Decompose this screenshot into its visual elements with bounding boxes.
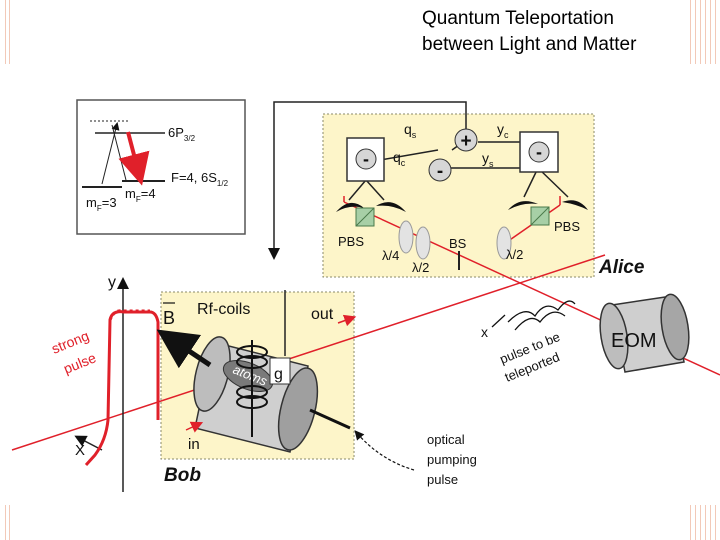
signal-wires: [268, 101, 569, 356]
quarter-waveplate-icon: [398, 220, 414, 254]
x-axis-left: [74, 435, 103, 451]
main-laser-beam: [11, 254, 606, 451]
ys-label: ys: [482, 150, 494, 169]
pumping-label-2: pumping: [427, 452, 477, 467]
eom-label: EOM: [611, 330, 657, 352]
minus-sign: -: [363, 149, 369, 169]
decor-stripe-bottom-right-3: [710, 505, 716, 540]
decor-stripe-top-right: [690, 0, 696, 64]
decor-stripe-bottom-left: [5, 505, 10, 540]
in-arrow: [185, 421, 204, 433]
strong-pulse-label-2: pulse: [61, 349, 98, 376]
decor-stripe-bottom-right-2: [700, 505, 706, 540]
level-6s-label: F=4, 6S1/2: [171, 170, 229, 188]
yc-label: yc: [497, 121, 509, 140]
teleport-pulse-wave: [507, 300, 576, 323]
qs-label: qs: [404, 121, 417, 140]
feedback-wire: [273, 101, 467, 250]
det-left-stem-2: [365, 179, 385, 201]
half-waveplate-right-icon: [496, 226, 512, 260]
pumping-label-3: pulse: [427, 472, 458, 487]
teleport-pulse-wave-2: [514, 311, 566, 331]
lambda4-label: λ/4: [382, 248, 399, 263]
det-right-stem-1: [523, 167, 539, 198]
b-field-arrow: [156, 329, 212, 369]
mf3-label: mF=3: [86, 195, 117, 213]
subtractor-right: -: [519, 131, 559, 173]
strong-pulse-envelope: [84, 310, 160, 467]
plus-sign: +: [460, 131, 471, 152]
minus-sign: -: [437, 161, 443, 182]
decor-stripe-top-right-2: [700, 0, 706, 64]
pbs-left-label: PBS: [338, 234, 364, 249]
x-axis-right: [491, 314, 506, 328]
subtractor-left: -: [346, 137, 385, 182]
bob-label: Bob: [164, 465, 201, 486]
in-label: in: [188, 436, 200, 453]
level-6p-label: 6P3/2: [168, 125, 196, 143]
g-probe-box: [269, 357, 291, 385]
lambda2-right-label: λ/2: [506, 247, 523, 262]
rf-coils: [236, 340, 268, 437]
alice-wire-left: [379, 149, 439, 161]
qc-label: qc: [393, 149, 406, 168]
out-arrow: [337, 314, 357, 327]
decor-stripe-top-right-3: [710, 0, 716, 64]
pumping-beam-arrow: [309, 408, 351, 430]
decay-transition-arrow: [118, 131, 150, 186]
half-waveplate-left-icon: [415, 226, 431, 260]
eom-device: EOM: [599, 293, 690, 373]
energy-level-inset: 6P3/2 F=4, 6S1/2 mF=3 mF=4: [76, 99, 246, 235]
detector-left-1-icon: [336, 202, 364, 212]
bs-label: BS: [449, 236, 467, 251]
lambda2-left-label: λ/2: [412, 260, 429, 275]
combiner-plus: +: [454, 128, 478, 152]
strong-pulse-peak: [108, 309, 150, 321]
pbs-right-label: PBS: [554, 219, 580, 234]
g-label: g: [274, 366, 283, 383]
detector-left-2-icon: [376, 202, 406, 212]
x-axis-right-label: x: [481, 324, 488, 340]
det-right-stem-2: [537, 167, 569, 198]
slide-title-line-1: Quantum Teleportation: [422, 8, 614, 29]
det-left-stem-1: [348, 179, 367, 201]
out-label: out: [311, 306, 334, 323]
mf4-label: mF=4: [125, 186, 156, 204]
alice-label: Alice: [598, 257, 645, 278]
pumping-pointer-arrow: [354, 430, 415, 471]
pbs-right-cube: [530, 206, 550, 226]
decor-stripe-top-left: [5, 0, 10, 64]
pbs-left-cube: [355, 207, 375, 227]
y-axis-label: y: [108, 274, 116, 291]
combiner-minus: -: [428, 158, 452, 182]
slide-title: Quantum Teleportation between Light and …: [422, 6, 712, 58]
x-axis-left-label: X: [75, 442, 85, 459]
detector-right-2-icon: [562, 200, 588, 210]
b-field-label: B: [163, 308, 175, 328]
detector-right-1-icon: [508, 201, 538, 210]
pumping-label-1: optical: [427, 432, 465, 447]
decor-stripe-bottom-right: [690, 505, 696, 540]
slide-title-line-2: between Light and Matter: [422, 34, 637, 55]
rf-coils-label: Rf-coils: [197, 301, 250, 318]
minus-sign: -: [536, 142, 542, 162]
